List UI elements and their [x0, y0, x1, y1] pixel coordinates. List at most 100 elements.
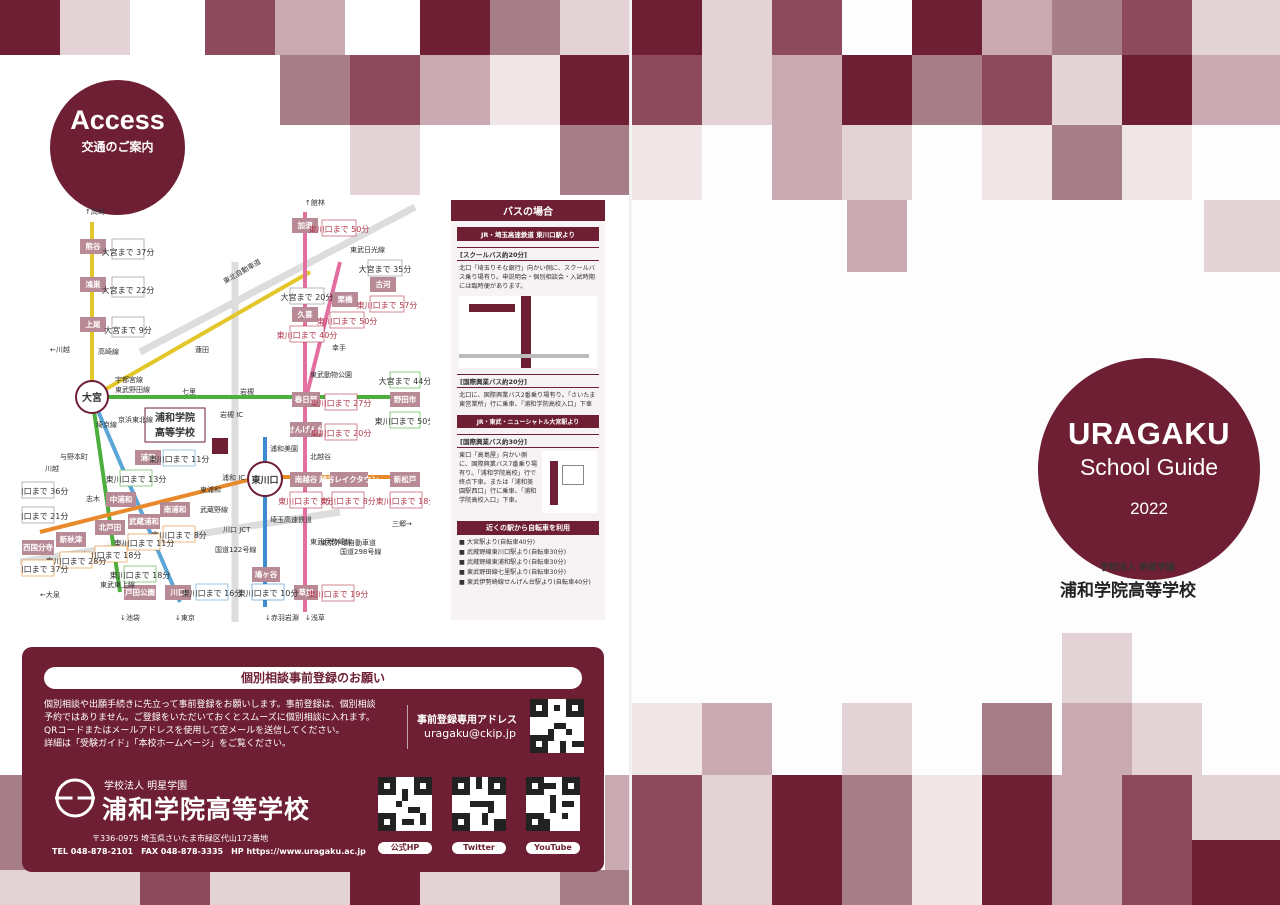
mosaic-tile: [1052, 775, 1122, 905]
mosaic-tile: [350, 55, 420, 125]
label-tokyo: ↓東京: [175, 613, 195, 622]
mosaic-tile: [632, 0, 702, 55]
mosaic-tile: [420, 55, 490, 125]
mosaic-tile: [1052, 0, 1122, 55]
back-cover-panel: Access 交通のご案内 大宮 東川口 浦和学院 高等学校 熊谷 鴻巣 上尾: [0, 0, 630, 905]
consultation-body-line: 詳細は「受験ガイド」「本校ホームページ」をご覧ください。: [44, 739, 292, 749]
station-shin-akitsu: 新秋津: [60, 534, 83, 544]
mosaic-tile: [982, 125, 1052, 200]
mosaic-tile: [912, 775, 982, 905]
twitter-link[interactable]: Twitter: [452, 842, 506, 854]
cover-corporation: 学校法人 明星学園: [1100, 563, 1176, 573]
mosaic-tile: [842, 703, 912, 775]
time-shinakitsu: 東川口まで 28分: [46, 556, 107, 566]
mosaic-tile: [1062, 633, 1132, 703]
mosaic-tile: [912, 55, 982, 125]
mosaic-tile: [632, 125, 702, 200]
registration-email-link[interactable]: uragaku@ckip.jp: [424, 727, 516, 740]
youtube-link[interactable]: YouTube: [526, 842, 580, 854]
label-kawagoe-direction: ←川越: [50, 345, 70, 354]
station-soka: 草加: [299, 587, 314, 597]
bus-route2-text: 東口「高島屋」向かい側に、国際興業バス7番乗り場有り。「浦和学院高校」行で終点下…: [459, 452, 537, 504]
time-kawaguchi: 東川口まで 16分: [182, 588, 243, 598]
label-hasuda: 蓮田: [195, 345, 209, 354]
email-label: 事前登録専用アドレス: [417, 715, 517, 726]
consultation-title: 個別相談事前登録のお願い: [44, 667, 582, 689]
mosaic-tile: [702, 775, 772, 905]
official-hp-link[interactable]: 公式HP: [378, 842, 432, 854]
bus-route2-minimap: [541, 451, 597, 513]
youtube-qr-code[interactable]: [526, 777, 580, 831]
mosaic-tile: [1192, 55, 1280, 125]
label-tobu-tojo: 東武東上線: [100, 580, 135, 589]
time-shiki: 東川口まで 21分: [20, 511, 68, 521]
label-gaikan: 東京外環自動車道: [320, 538, 376, 547]
school-logo-emblem: [55, 778, 95, 818]
cover-title: URAGAKU: [1068, 416, 1230, 451]
mosaic-tile: [560, 55, 630, 125]
mosaic-tile: [772, 55, 842, 125]
official-hp-qr-code[interactable]: [378, 777, 432, 831]
time-kazo: 東川口まで 50分: [309, 224, 370, 234]
mosaic-tile: [1122, 125, 1192, 200]
twitter-qr-code[interactable]: [452, 777, 506, 831]
mosaic-tile: [350, 870, 420, 905]
mosaic-tile: [1192, 840, 1280, 905]
mosaic-tile: [982, 55, 1052, 125]
label-iwatsuki-ic: 岩槻 IC: [220, 410, 243, 419]
school-label-line2: 高等学校: [155, 426, 196, 439]
time-shinmatsudo: 東川口まで 18分: [376, 496, 430, 506]
school-address: 〒336-0975 埼玉県さいたま市緑区代山172番地: [92, 834, 269, 843]
label-keihin-line: 京浜東北線: [118, 415, 153, 424]
consultation-card: 個別相談事前登録のお願い 個別相談や出願手続きに先立って事前登録をお願いします。…: [22, 647, 604, 872]
time-sengendai: 東川口まで 20分: [311, 428, 372, 438]
mosaic-tile: [1122, 775, 1192, 905]
mosaic-tile: [982, 0, 1052, 55]
label-ikebukuro: ↓池袋: [120, 613, 140, 622]
station-kuki: 久喜: [297, 309, 313, 319]
front-cover-panel: URAGAKU School Guide 2022 学校法人 明星学園 浦和学院…: [632, 0, 1280, 905]
label-route122: 国道122号線: [215, 545, 256, 554]
mosaic-tile: [605, 775, 630, 870]
bike-item: ■ 東武野田線七里駅より(自転車30分): [459, 569, 567, 576]
time-noda-h: 東川口まで 50分: [375, 416, 430, 426]
label-asakusa: ↓浅草: [305, 613, 325, 622]
time-minami-urawa: 東川口まで 8分: [151, 530, 207, 540]
hub-omiya: [75, 380, 109, 414]
hub-higashikawaguchi-label: 東川口: [251, 474, 278, 486]
mosaic-tile: [1192, 0, 1280, 55]
school-contact: TEL 048-878-2101 FAX 048-878-3335 HP htt…: [52, 847, 366, 856]
bus-route1-title: JR・埼玉高速鉄道 東川口駅より: [457, 227, 599, 241]
station-boxes: 熊谷 鴻巣 上尾 加須 久喜 栗橋 古河 春日部 野田市 せんげん台 浦和 南越…: [22, 218, 420, 600]
mosaic-tile: [1122, 0, 1192, 55]
access-badge: Access 交通のご案内: [50, 80, 185, 215]
mosaic-tile: [560, 0, 630, 55]
time-nakaurawa: 東川口まで 13分: [106, 474, 167, 484]
line-utsunomiya: [91, 270, 311, 399]
mosaic-tile: [1052, 125, 1122, 200]
mosaic-tile: [982, 703, 1052, 775]
cover-subtitle: School Guide: [1079, 454, 1219, 480]
mosaic-tile: [1122, 55, 1192, 125]
station-noda: 野田市: [394, 394, 417, 404]
station-shin-matsudo: 新松戸: [394, 474, 417, 484]
mosaic-tile: [560, 870, 630, 905]
time-konosu: 大宮まで 22分: [102, 285, 155, 295]
label-satte: 幸手: [332, 343, 346, 352]
station-kazo: 加須: [297, 220, 313, 230]
bus-info-panel: バスの場合 JR・埼玉高速鉄道 東川口駅より [スクールバス約20分] 北口「埼…: [451, 200, 605, 620]
bike-item: ■ 大宮駅より(自転車40分): [459, 539, 536, 546]
bus-route1-minimap: [459, 296, 597, 368]
divider: [407, 705, 408, 749]
station-kurihashi: 栗橋: [338, 294, 353, 304]
mosaic-tile: [205, 0, 275, 55]
label-musashino-line: 武蔵野線: [200, 505, 228, 514]
cover-title-badge: URAGAKU School Guide 2022: [1038, 358, 1260, 580]
label-takasaki-direction: ↑高崎: [85, 207, 105, 216]
time-musashiurawa: 東川口まで 11分: [114, 538, 175, 548]
station-konosu: 鴻巣: [86, 279, 101, 289]
mosaic-tile: [560, 125, 630, 195]
label-shichiri: 七里: [182, 387, 196, 396]
registration-qr-code[interactable]: [530, 699, 584, 753]
bus-route1b-subtitle: [国際興業バス約20分]: [457, 374, 599, 388]
